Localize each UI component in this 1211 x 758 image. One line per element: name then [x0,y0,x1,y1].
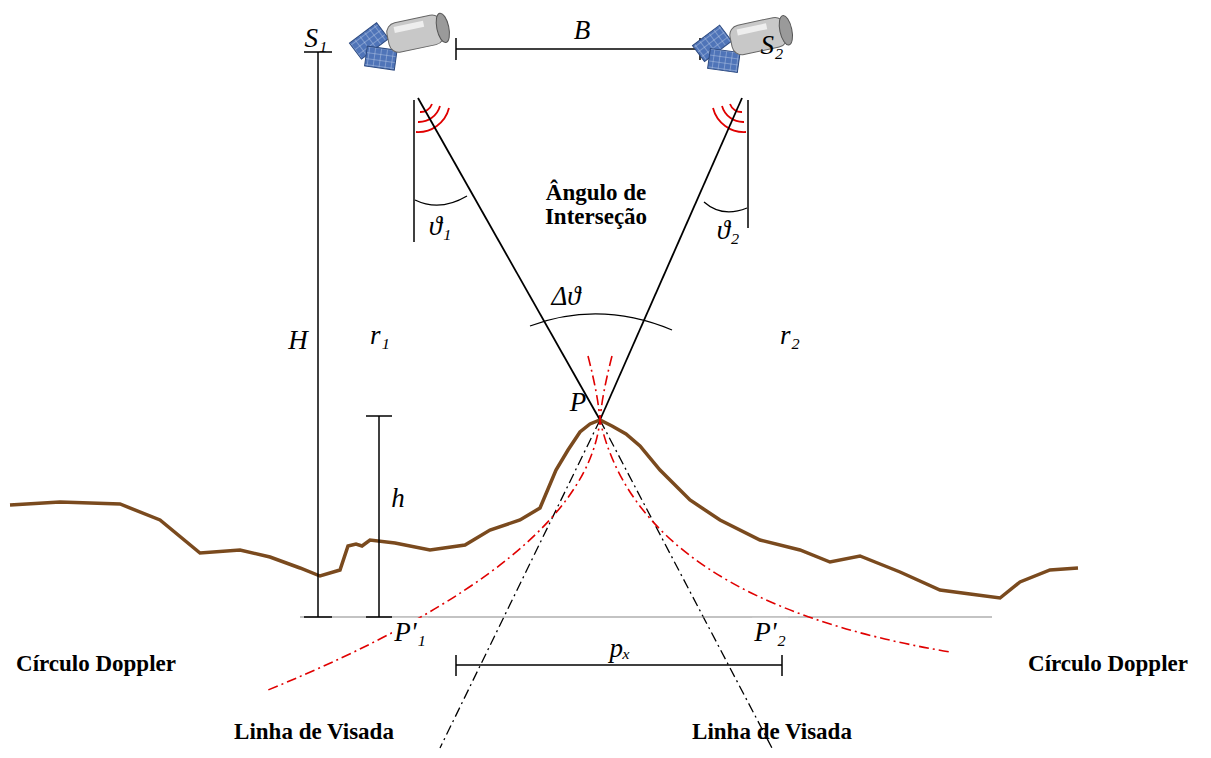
angle-label: ϑ₂ [717,216,740,244]
line-of-sight [440,420,772,748]
range-lines [418,98,742,420]
satellite-label: S₁ [305,24,328,52]
satellite-2 [689,11,798,81]
line-label: Linha de Visada [692,720,852,744]
signal-waves [416,104,746,132]
satellite-1 [346,8,455,78]
angle-label: Δϑ [549,282,582,310]
range-label: r₂ [780,321,800,349]
range-label: r₁ [370,321,390,349]
angle-caption: Ângulo de Interseção [531,181,661,229]
curve-label: Círculo Doppler [1028,652,1188,676]
point-label: P [570,388,587,416]
baseline-label: B [574,16,591,44]
terrain-profile [10,420,1078,598]
projection-label: P'₁ [392,618,428,646]
height-label: h [391,484,405,512]
height-dimension [304,52,392,617]
height-label: H [286,326,310,354]
angle-label: ϑ₁ [429,212,452,240]
curve-label: Círculo Doppler [16,652,176,676]
line-label: Linha de Visada [234,720,394,744]
parallax-label: pₓ [609,634,630,662]
doppler-circles [268,356,950,690]
nadir-lines [414,100,748,242]
satellite-label: S₂ [761,31,784,59]
projection-label: P'₂ [752,618,788,646]
